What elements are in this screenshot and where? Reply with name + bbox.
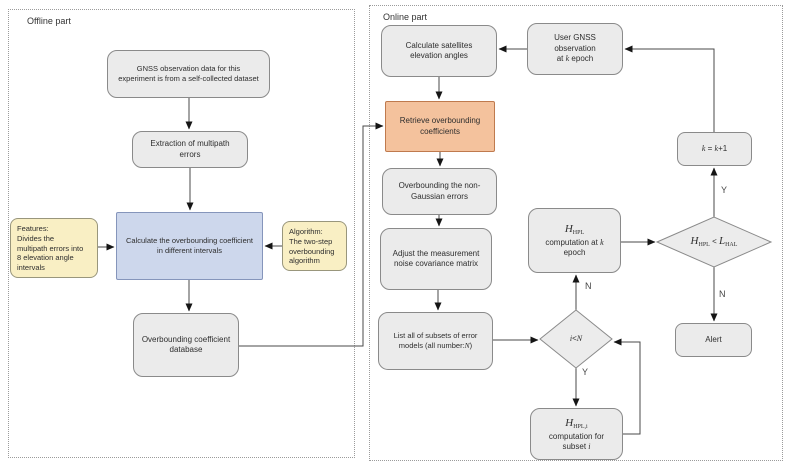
hpl-hal-decision-label: HHPL < LHAL: [690, 235, 738, 249]
alert-node: Alert: [675, 323, 752, 357]
online-part-label: Online part: [383, 12, 428, 22]
list-subsets-node: List all of subsets of error models (all…: [378, 312, 493, 370]
calc-coefficient-node: Calculate the overbounding coefficient i…: [116, 212, 263, 280]
adjust-covariance-node: Adjust the measurement noise covariance …: [380, 228, 492, 290]
offline-part-label: Offline part: [27, 16, 71, 26]
gnss-dataset-node: GNSS observation data for this experimen…: [107, 50, 270, 98]
retrieve-coefficients-node: Retrieve overbounding coefficients: [385, 101, 495, 152]
overbounding-errors-node: Overbounding the non- Gaussian errors: [382, 168, 497, 215]
hpl-computation-node: HHPL computation at k epoch: [528, 208, 621, 273]
edge-label-n-loop: N: [585, 281, 592, 291]
algorithm-note: Algorithm: The two-step overbounding alg…: [282, 221, 347, 271]
features-note: Features: Divides the multipath errors i…: [10, 218, 98, 278]
k-increment-node: k = k+1: [677, 132, 752, 166]
extraction-node: Extraction of multipath errors: [132, 131, 248, 168]
hpl-subset-node: HHPL,i computation for subset i: [530, 408, 623, 460]
database-node: Overbounding coefficient database: [133, 313, 239, 377]
calc-satellites-node: Calculate satellites elevation angles: [381, 25, 497, 77]
i-lt-n-decision-label: i<N: [569, 333, 583, 343]
user-gnss-node: User GNSS observation at k epoch: [527, 23, 623, 75]
edge-label-n-hal: N: [719, 289, 726, 299]
edge-label-y-loop: Y: [582, 367, 589, 377]
edge-label-y-hal: Y: [721, 185, 728, 195]
